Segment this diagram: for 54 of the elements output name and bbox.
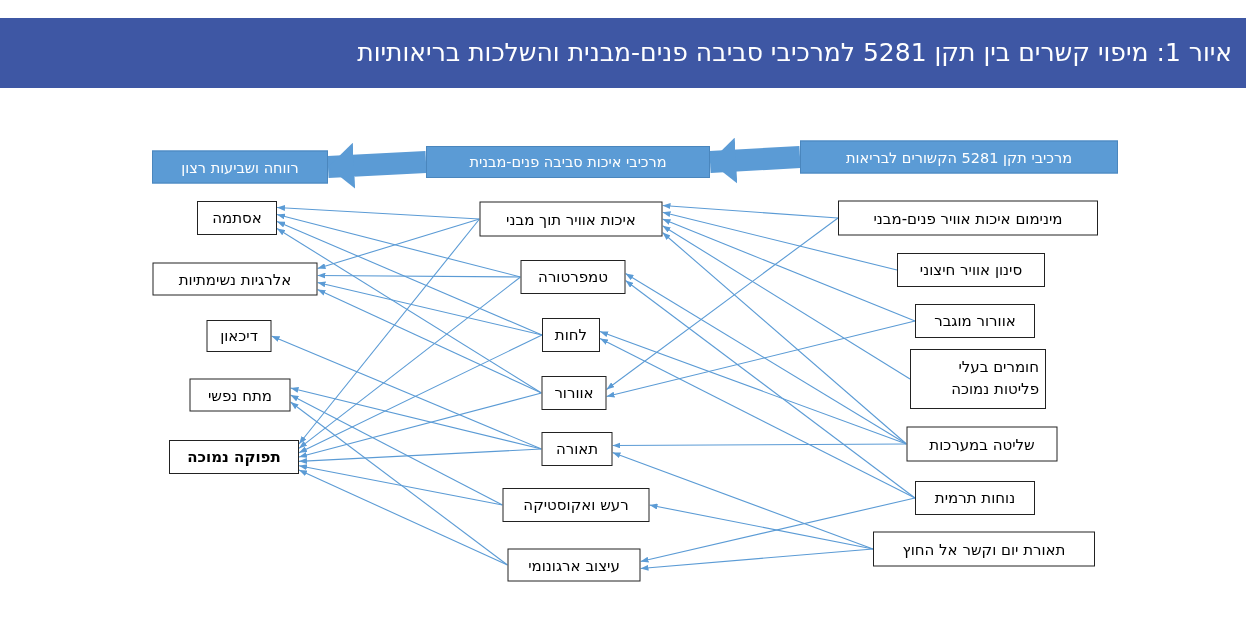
text-box: איכות אוויר תוך מבני	[479, 201, 663, 237]
title: איור 1: מיפוי קשרים בין תקן 5281 למרכיבי סביבה פנים-מבנית והשלכות בריאותיות	[357, 38, 1232, 67]
arrow	[661, 203, 839, 219]
text-box: עיצוב ארגונומי	[507, 548, 641, 582]
text-box: שליטה במערכות	[906, 426, 1058, 462]
text-box: נוחות תרמית	[915, 481, 1035, 515]
arrow	[611, 442, 908, 449]
header-box: רווחה ושביעות רצון	[152, 150, 328, 184]
arrow	[624, 272, 908, 445]
arrow	[276, 204, 481, 220]
text-box: תאורת יום וקשר אל החוץ	[873, 531, 1095, 567]
text-box: לחות	[542, 318, 600, 352]
arrow	[316, 272, 522, 279]
arrow	[298, 469, 509, 566]
text-box: חומרים בעלי פליטות נמוכה	[910, 349, 1046, 409]
arrow	[276, 220, 543, 336]
text-box: מינימום איכות אוויר פנים-מבני	[838, 200, 1098, 236]
text-box: תאורה	[541, 432, 613, 466]
text-box: תפוקה נמוכה	[169, 440, 299, 474]
arrow	[611, 451, 874, 550]
text-box: דיכאון	[206, 320, 272, 352]
text-box: רעש ואקוסטיקה	[502, 488, 650, 522]
arrow	[605, 217, 839, 391]
arrow	[298, 448, 543, 464]
arrow	[624, 279, 916, 499]
arrow	[298, 392, 543, 458]
arrow	[639, 548, 874, 571]
arrow	[316, 218, 481, 270]
arrow	[648, 503, 874, 550]
text-box: אסתמה	[197, 201, 277, 235]
arrow	[316, 281, 543, 336]
text-box: אלרגיות נשימתיות	[152, 262, 318, 296]
block-arrow	[327, 142, 427, 189]
arrow	[298, 218, 481, 445]
arrow	[289, 386, 543, 450]
text-box: אוורור מוגבר	[915, 304, 1035, 338]
text-box: מתח נפשי	[189, 378, 291, 412]
header-box: מרכיבי תקן 5281 הקשורים לבריאות	[800, 140, 1118, 174]
block-arrow	[709, 137, 801, 184]
header-box: מרכיבי איכות סביבה פנים-מבנית	[426, 146, 710, 178]
text-box: אוורור	[541, 376, 607, 410]
arrow	[661, 225, 911, 380]
arrow	[639, 497, 916, 563]
arrow	[661, 211, 898, 271]
text-box: טמפרטורה	[520, 260, 626, 294]
arrow	[289, 394, 504, 506]
arrow	[605, 320, 916, 398]
text-box: סינון אוויר חיצוני	[897, 253, 1045, 287]
arrow	[599, 337, 916, 499]
arrow	[316, 288, 543, 394]
arrow	[298, 276, 522, 449]
arrow	[661, 218, 916, 322]
arrow	[661, 231, 908, 445]
arrow	[298, 464, 504, 506]
